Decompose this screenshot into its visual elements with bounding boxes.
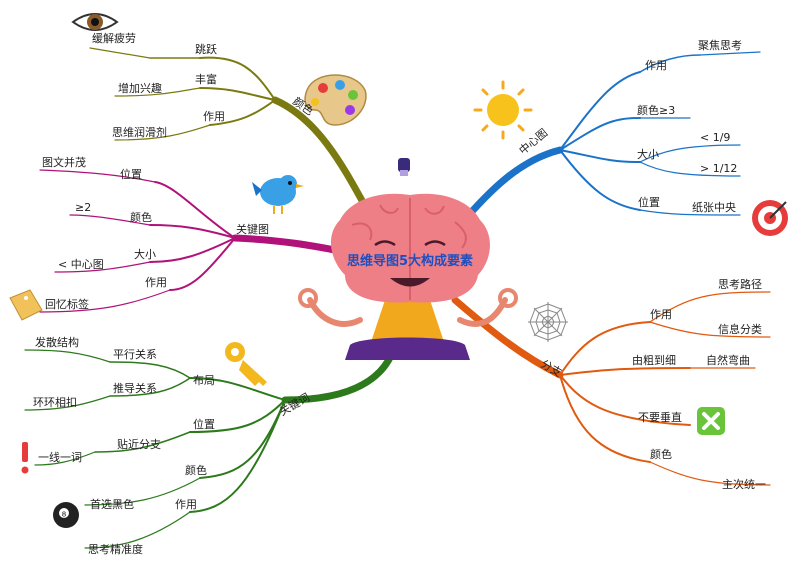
branch-label: 关键图 — [236, 222, 269, 236]
leaf-label: 思考精准度 — [88, 542, 143, 556]
node-label: 位置 — [120, 167, 142, 181]
branch-guan-jian-tu-lines — [39, 169, 349, 313]
node-label: 颜色 — [130, 210, 152, 224]
center-title: 思维导图5大构成要素 — [347, 253, 473, 269]
tag-icon — [9, 289, 43, 321]
palette-icon — [304, 74, 367, 126]
leaf-label: 自然弯曲 — [706, 353, 750, 367]
sun-icon — [473, 80, 533, 140]
subleaf-label: 发散结构 — [35, 335, 79, 349]
leaf-label: 缓解疲劳 — [92, 31, 136, 45]
leaf-label: > 1/12 — [700, 162, 737, 175]
bird-icon — [252, 175, 304, 214]
leaf-label: 回忆标签 — [45, 297, 89, 311]
cross-icon — [697, 407, 725, 435]
subleaf-label: 一线一词 — [38, 450, 82, 464]
node-label: 位置 — [638, 195, 660, 209]
node-label: 作用 — [145, 276, 167, 289]
branch-fen-zhi-lines — [451, 291, 771, 486]
node-label: 作用 — [650, 308, 672, 321]
leaf-label: 信息分类 — [718, 322, 762, 336]
node-label: 位置 — [193, 417, 215, 431]
subleaf-label: 环环相扣 — [33, 395, 77, 409]
leaf-label: 推导关系 — [113, 381, 157, 395]
node-label: 作用 — [203, 110, 225, 123]
leaf-label: 贴近分支 — [117, 437, 161, 451]
leaf-label: ≥2 — [75, 201, 91, 214]
node-label: 颜色≥3 — [637, 103, 675, 117]
node-label: 颜色 — [650, 447, 672, 461]
brain-mascot — [298, 158, 518, 360]
leaf-label: 图文并茂 — [42, 155, 86, 169]
eye-icon — [71, 13, 119, 31]
exclamation-icon — [21, 442, 29, 474]
node-label: 布局 — [193, 374, 215, 387]
key-icon — [225, 342, 267, 386]
branch-guan-jian-ci-lines — [24, 341, 399, 549]
leaf-label: 思考路径 — [718, 278, 762, 291]
spider-web-icon — [528, 302, 568, 342]
leaf-label: 主次统一 — [722, 477, 766, 491]
leaf-label: 首选黑色 — [90, 497, 134, 511]
node-label: 颜色 — [185, 463, 207, 477]
target-icon — [752, 200, 788, 236]
leaf-label: 平行关系 — [113, 347, 157, 361]
branch-yan-se: 颜色 跳跃 缓解疲劳 丰富 增加兴趣 作用 思维润滑剂 — [92, 31, 316, 139]
branch-zhong-xin-lines — [456, 51, 761, 229]
node-label: 由粗到细 — [632, 353, 676, 367]
leaf-label: 纸张中央 — [692, 201, 736, 214]
branch-guan-jian-tu: 关键图 位置 图文并茂 颜色 ≥2 大小 < 中心图 作用 回忆标签 — [42, 155, 269, 311]
leaf-label: < 中心图 — [58, 258, 104, 271]
branch-label: 关键词 — [277, 390, 313, 419]
node-label: 作用 — [645, 59, 667, 72]
leaf-label: < 1/9 — [700, 131, 730, 144]
svg-text:8: 8 — [62, 511, 66, 519]
node-label: 作用 — [175, 498, 197, 511]
branch-fen-zhi: 分支 作用 思考路径 信息分类 由粗到细 自然弯曲 不要垂直 颜色 主次统一 — [539, 278, 767, 491]
branch-zhong-xin: 中心图 作用 聚焦思考 颜色≥3 大小 < 1/9 > 1/12 位置 纸张中央 — [517, 39, 742, 214]
leaf-label: 聚焦思考 — [698, 39, 742, 52]
node-label: 大小 — [134, 247, 156, 261]
node-label: 跳跃 — [195, 42, 217, 56]
node-label: 丰富 — [195, 72, 217, 86]
leaf-label: 增加兴趣 — [118, 81, 162, 95]
eight-ball-icon: 8 — [53, 502, 79, 528]
branch-yan-se-lines — [89, 47, 374, 219]
node-label: 大小 — [637, 147, 659, 161]
node-label: 不要垂直 — [638, 410, 682, 424]
leaf-label: 思维润滑剂 — [112, 125, 167, 139]
